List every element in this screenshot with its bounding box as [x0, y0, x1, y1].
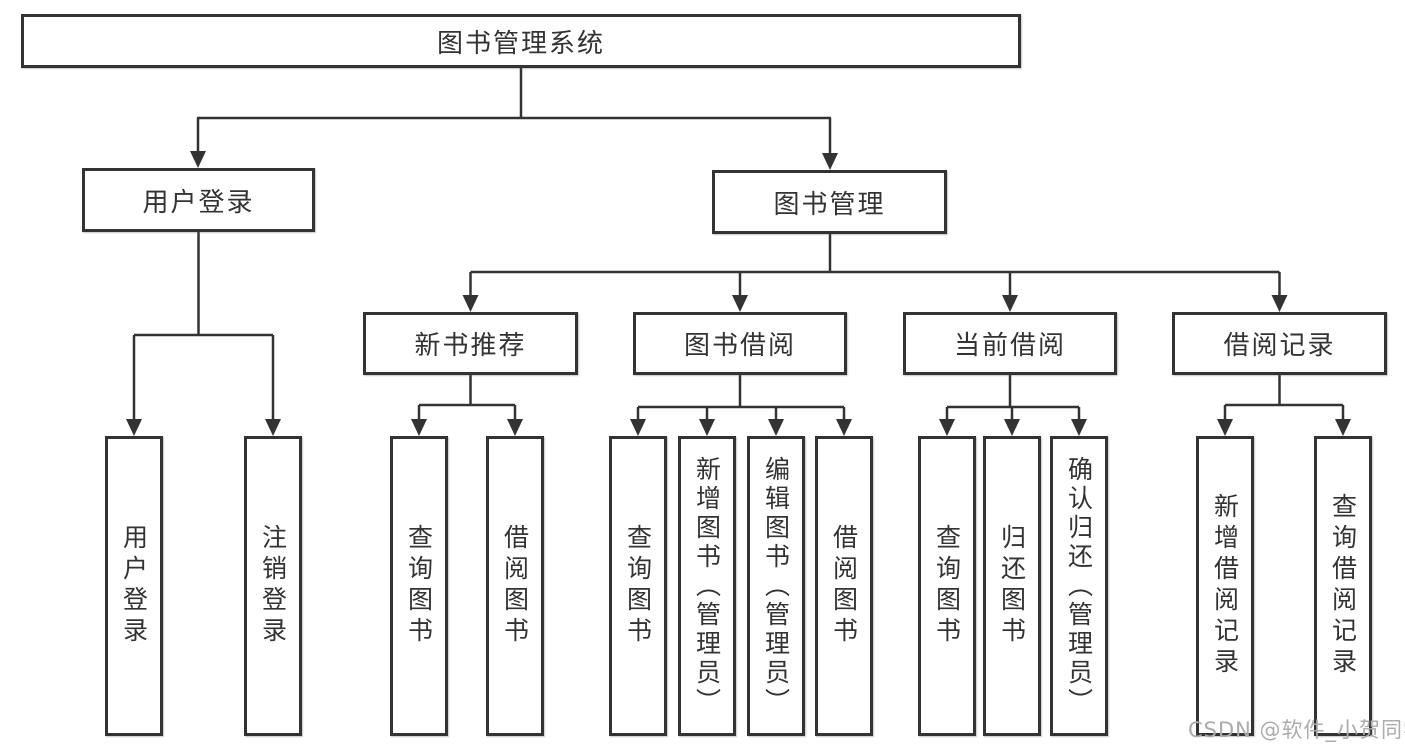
node-new-book-rec: 新书推荐: [363, 312, 578, 375]
leaf-edit-book-admin: 编辑图书（管理员）: [747, 436, 805, 736]
leaf-query-book-borrow: 查询图书: [609, 436, 667, 736]
node-book-mgmt: 图书管理: [712, 170, 947, 234]
leaf-borrow-book-borrow: 借阅图书: [815, 436, 873, 736]
leaf-add-book-admin-label: 新增图书（管理员）: [692, 455, 722, 717]
leaf-query-borrow-record-label: 查询借阅记录: [1328, 493, 1358, 679]
leaf-confirm-return-admin: 确认归还（管理员）: [1050, 436, 1108, 736]
node-book-borrow: 图书借阅: [633, 312, 847, 375]
node-borrow-records: 借阅记录: [1172, 312, 1387, 375]
leaf-borrow-book-rec-label: 借阅图书: [500, 524, 530, 648]
node-current-borrow-label: 当前借阅: [953, 331, 1066, 361]
leaf-return-book-label: 归还图书: [997, 524, 1027, 648]
node-book-borrow-label: 图书借阅: [683, 331, 796, 361]
leaf-confirm-return-admin-label: 确认归还（管理员）: [1064, 455, 1094, 717]
leaf-add-borrow-record: 新增借阅记录: [1196, 436, 1254, 736]
leaf-user-login-label: 用户登录: [119, 524, 149, 648]
leaf-edit-book-admin-label: 编辑图书（管理员）: [761, 455, 791, 717]
node-root-label: 图书管理系统: [436, 28, 605, 59]
node-borrow-records-label: 借阅记录: [1223, 331, 1336, 361]
leaf-return-book: 归还图书: [983, 436, 1041, 736]
leaf-add-book-admin: 新增图书（管理员）: [678, 436, 736, 736]
node-root: 图书管理系统: [21, 14, 1021, 68]
node-current-borrow: 当前借阅: [903, 312, 1117, 375]
leaf-borrow-book-rec: 借阅图书: [486, 436, 544, 736]
leaf-borrow-book-borrow-label: 借阅图书: [829, 524, 859, 648]
node-book-mgmt-label: 图书管理: [773, 189, 886, 220]
leaf-query-book-rec: 查询图书: [390, 436, 448, 736]
leaf-logout: 注销登录: [244, 436, 302, 736]
node-user-login: 用户登录: [82, 168, 315, 232]
leaf-query-book-current-label: 查询图书: [932, 524, 962, 648]
node-user-login-label: 用户登录: [142, 187, 255, 218]
leaf-query-book-rec-label: 查询图书: [404, 524, 434, 648]
leaf-query-borrow-record: 查询借阅记录: [1314, 436, 1372, 736]
leaf-logout-label: 注销登录: [258, 524, 288, 648]
leaf-user-login: 用户登录: [105, 436, 163, 736]
csdn-watermark: CSDN @软件_小贺同学: [1188, 718, 1405, 742]
node-new-book-rec-label: 新书推荐: [414, 331, 527, 361]
leaf-query-book-current: 查询图书: [918, 436, 976, 736]
leaf-add-borrow-record-label: 新增借阅记录: [1210, 493, 1240, 679]
leaf-query-book-borrow-label: 查询图书: [623, 524, 653, 648]
